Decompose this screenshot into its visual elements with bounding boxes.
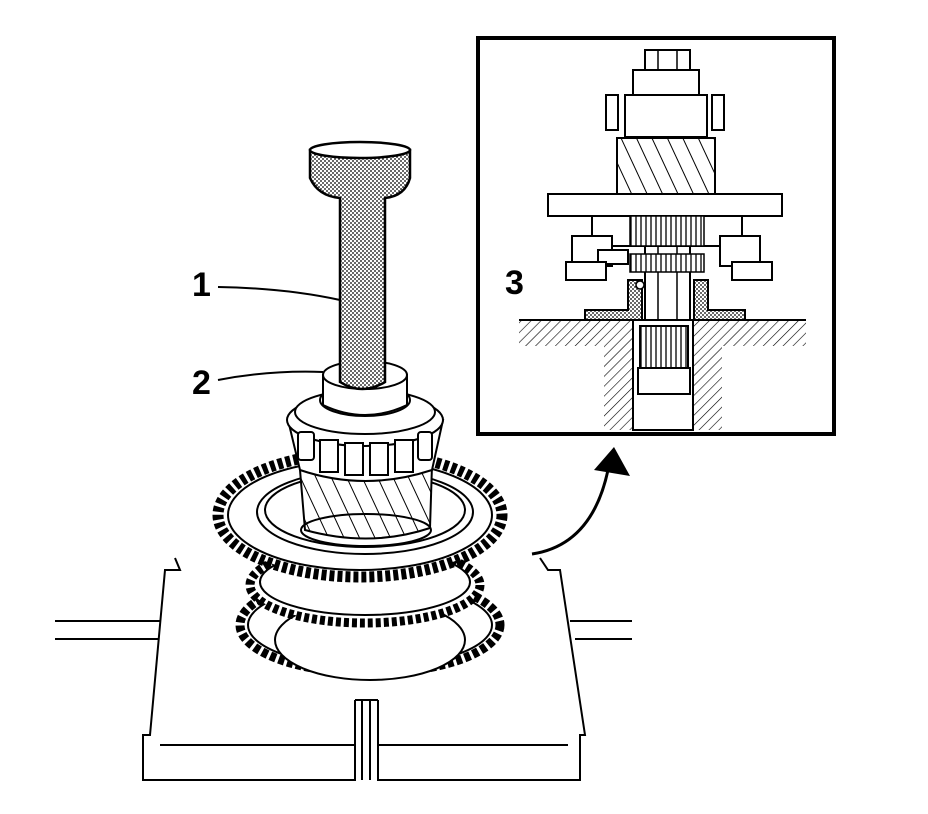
leader-1	[217, 286, 341, 301]
callout-3: 3	[505, 264, 524, 302]
leader-2	[217, 370, 324, 381]
driver-handle	[308, 140, 412, 391]
gear-cluster	[212, 447, 508, 681]
detail-arrow	[531, 447, 630, 556]
press-bed	[55, 557, 632, 781]
callout-2: 2	[192, 364, 211, 402]
callout-1: 1	[192, 266, 211, 304]
detail-inset	[476, 36, 836, 436]
